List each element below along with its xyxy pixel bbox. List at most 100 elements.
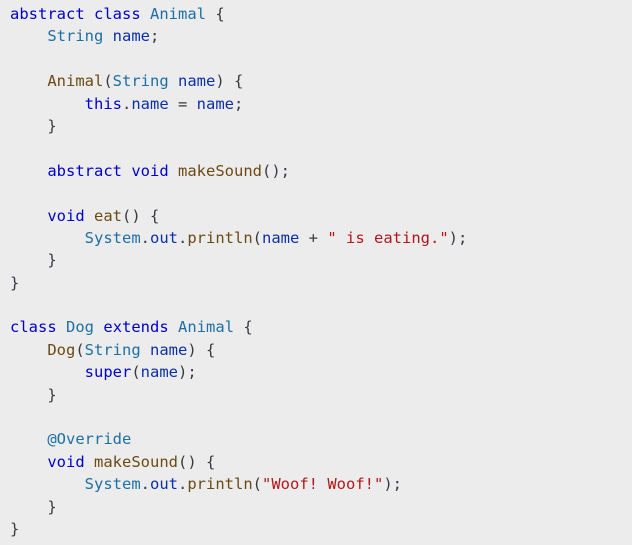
variable-token: name <box>178 72 216 91</box>
punctuation-token <box>57 318 66 336</box>
punctuation-token: ; <box>233 94 244 113</box>
function-token: Dog <box>47 340 76 359</box>
function-token: eat <box>94 206 122 225</box>
code-line: this.name = name; <box>10 93 632 115</box>
punctuation-token: ) { <box>215 72 244 91</box>
punctuation-token <box>94 318 103 336</box>
punctuation-token: } <box>10 251 57 270</box>
type-token: String <box>84 340 141 359</box>
punctuation-token <box>122 162 131 180</box>
code-line: void makeSound() { <box>10 451 632 473</box>
punctuation-token: { <box>234 318 253 337</box>
punctuation-token: ( <box>75 340 85 359</box>
punctuation-token: { <box>206 5 225 23</box>
keyword-token: abstract <box>47 161 122 180</box>
keyword-token: void <box>47 206 85 225</box>
code-line: } <box>10 518 632 540</box>
punctuation-token <box>85 207 94 225</box>
variable-token: out <box>150 475 178 494</box>
string-token: "Woof! Woof!" <box>262 475 384 494</box>
code-line: Animal(String name) { <box>10 70 632 92</box>
punctuation-token <box>10 475 85 493</box>
punctuation-token <box>10 453 47 471</box>
punctuation-token: } <box>10 116 57 135</box>
punctuation-token <box>10 363 85 381</box>
punctuation-token: . <box>121 94 132 113</box>
punctuation-token: ); <box>448 228 468 247</box>
punctuation-token <box>169 318 178 336</box>
punctuation-token <box>103 27 112 45</box>
keyword-token: class <box>94 5 141 23</box>
code-line: void eat() { <box>10 205 632 227</box>
punctuation-token: (); <box>262 161 290 180</box>
punctuation-token: ); <box>178 363 197 382</box>
code-line: String name; <box>10 25 632 47</box>
code-line: System.out.println("Woof! Woof!"); <box>10 473 632 495</box>
code-line <box>10 48 632 70</box>
type-token: Animal <box>178 318 235 337</box>
punctuation-token: () { <box>178 452 216 471</box>
code-line: @Override <box>10 428 632 450</box>
function-token: makeSound <box>178 161 262 180</box>
punctuation-token <box>169 72 178 90</box>
keyword-token: this <box>84 94 122 113</box>
variable-token: out <box>150 228 178 247</box>
punctuation-token <box>10 430 47 448</box>
punctuation-token: ( <box>103 72 113 91</box>
punctuation-token: ) { <box>187 340 216 359</box>
punctuation-token: ); <box>383 475 403 494</box>
punctuation-token <box>141 5 150 23</box>
variable-token: name <box>140 363 178 382</box>
keyword-token: class <box>10 318 57 337</box>
code-line: } <box>10 249 632 271</box>
variable-token: name <box>196 94 234 113</box>
code-line <box>10 406 632 428</box>
punctuation-token <box>10 162 47 180</box>
variable-token: name <box>150 340 188 359</box>
punctuation-token: ( <box>131 363 141 382</box>
code-line: } <box>10 384 632 406</box>
punctuation-token: . <box>140 228 150 247</box>
punctuation-token: } <box>10 385 57 404</box>
keyword-token: super <box>84 363 132 382</box>
type-token: System <box>84 475 141 494</box>
punctuation-token <box>141 341 150 359</box>
variable-token: name <box>131 94 169 113</box>
annotation-token: @Override <box>47 430 132 449</box>
code-line: class Dog extends Animal { <box>10 316 632 338</box>
type-token: System <box>84 228 141 247</box>
keyword-token: void <box>47 452 85 471</box>
punctuation-token: ; <box>150 27 160 46</box>
code-line <box>10 137 632 159</box>
string-token: " is eating." <box>327 228 449 247</box>
punctuation-token: . <box>178 475 188 494</box>
function-token: Animal <box>47 72 104 91</box>
keyword-token: extends <box>103 318 169 337</box>
variable-token: name <box>262 228 300 247</box>
punctuation-token: + <box>299 228 328 247</box>
code-line <box>10 294 632 316</box>
code-line: abstract class Animal { <box>10 3 632 25</box>
type-token: String <box>112 72 169 91</box>
punctuation-token: } <box>10 519 20 538</box>
punctuation-token: . <box>178 228 188 247</box>
punctuation-token <box>10 341 47 359</box>
punctuation-token <box>169 162 178 180</box>
punctuation-token: () { <box>122 206 160 225</box>
punctuation-token <box>10 95 85 113</box>
punctuation-token: . <box>140 475 150 494</box>
punctuation-token <box>85 453 94 471</box>
punctuation-token: } <box>10 273 20 292</box>
variable-token: name <box>112 27 150 46</box>
keyword-token: abstract <box>10 5 85 23</box>
code-line: Dog(String name) { <box>10 339 632 361</box>
function-token: println <box>187 475 253 494</box>
type-token: String <box>47 27 104 46</box>
punctuation-token <box>10 72 47 90</box>
code-line: } <box>10 496 632 518</box>
punctuation-token: = <box>168 94 197 113</box>
punctuation-token: } <box>10 497 57 516</box>
punctuation-token <box>10 27 47 45</box>
code-line: } <box>10 115 632 137</box>
